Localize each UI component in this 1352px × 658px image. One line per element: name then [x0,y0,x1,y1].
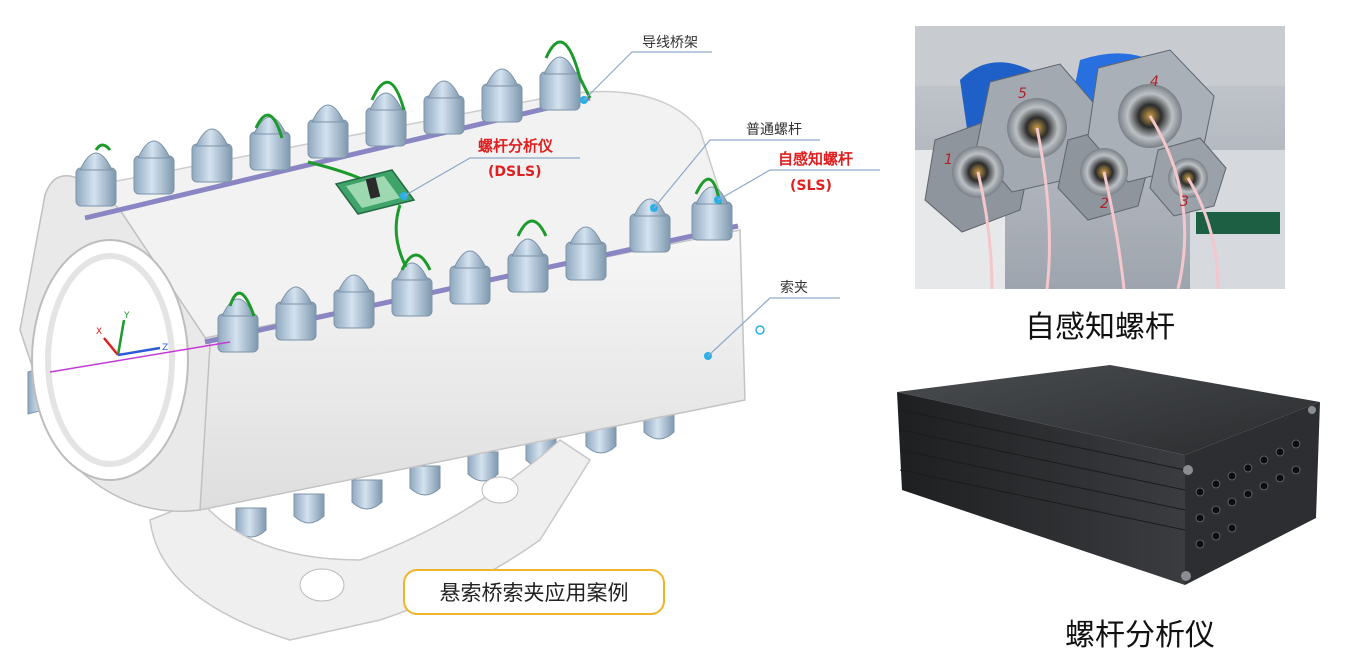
label-cable-tray: 导线桥架 [642,35,698,51]
analyzer-photo-caption: 螺杆分析仪 [1065,618,1215,653]
bolt-number-1: 1 [944,152,953,168]
lower-ear-plate [149,439,592,641]
label-normal-bolt: 普通螺杆 [746,122,802,138]
label-smart-bolt: 自感知螺杆 [778,150,853,168]
case-title-text: 悬索桥索夹应用案例 [439,581,629,605]
label-analyzer-abbr: (DSLS) [488,164,542,180]
bolt-number-2: 2 [1100,196,1109,212]
case-title-badge: 悬索桥索夹应用案例 [403,569,665,615]
cable-clamp-diagram: 导线桥架 螺杆分析仪 (DSLS) 普通螺杆 自感知螺杆 (SLS) 索夹 X … [19,35,880,641]
analyzer-device-photo [897,365,1320,585]
coordinate-triad [49,319,231,373]
label-clamp: 索夹 [780,279,808,296]
ear-hole-left [299,568,345,602]
cable-bore [31,239,189,481]
smart-bolt-photo-caption: 自感知螺杆 [1025,310,1175,345]
analyzer-unit [334,169,416,215]
middle-bolt-row [217,186,733,353]
axis-x-label: X [96,327,102,337]
ear-hole-right [481,476,519,504]
label-smart-bolt-abbr: (SLS) [790,178,832,194]
bolt-number-3: 3 [1180,194,1189,210]
axis-z-label: Z [162,343,168,353]
upper-bolt-row [75,56,581,207]
bolt-number-4: 4 [1150,74,1159,90]
callout-leaders [403,51,880,357]
smart-bolt-photo: 1 5 2 4 3 [915,26,1285,290]
axis-y-label: Y [123,311,130,321]
bolt-number-5: 5 [1018,86,1027,102]
label-analyzer: 螺杆分析仪 [478,137,554,155]
